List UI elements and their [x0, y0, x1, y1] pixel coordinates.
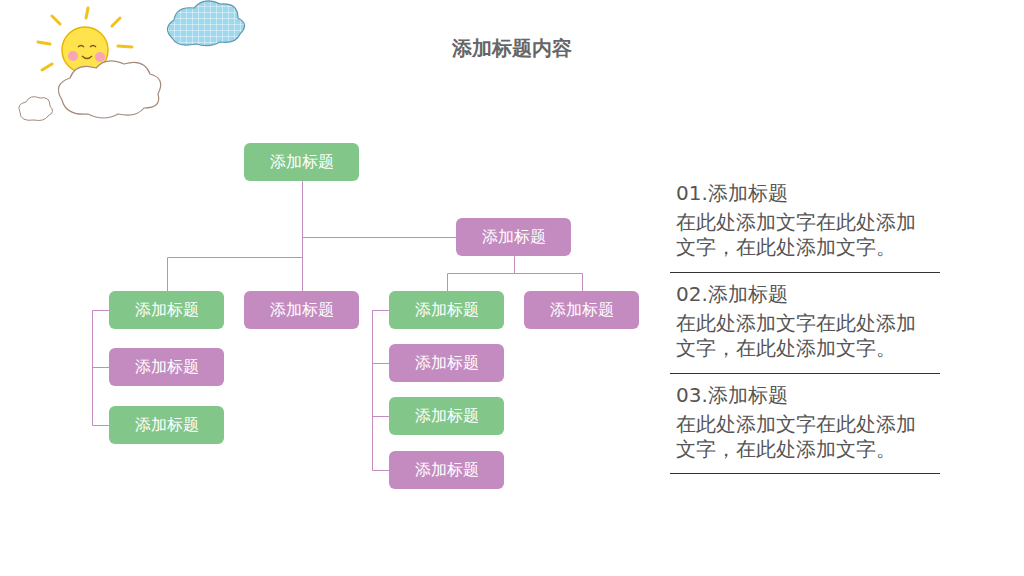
title-box: 添加标题	[244, 143, 359, 181]
cloud-illustration	[167, 1, 244, 46]
tree-connector	[93, 311, 110, 426]
title-box: 添加标题	[109, 406, 224, 444]
section-heading: 03.添加标题	[676, 383, 931, 408]
title-box: 添加标题	[389, 291, 504, 329]
box-label: 添加标题	[415, 406, 479, 426]
box-label: 添加标题	[482, 227, 546, 247]
tree-connector	[93, 311, 110, 368]
tree-connector	[448, 257, 515, 292]
divider-rule	[670, 373, 940, 374]
box-label: 添加标题	[415, 300, 479, 320]
title-box: 添加标题	[389, 451, 504, 489]
box-label: 添加标题	[135, 357, 199, 377]
box-label: 添加标题	[415, 353, 479, 373]
divider-rule	[670, 272, 940, 273]
tree-connector	[373, 311, 390, 364]
box-label: 添加标题	[135, 415, 199, 435]
cloud-illustration	[19, 97, 53, 121]
title-box: 添加标题	[244, 291, 359, 329]
tree-connector	[168, 182, 303, 292]
box-label: 添加标题	[270, 152, 334, 172]
title-box: 添加标题	[389, 344, 504, 382]
section-body: 在此处添加文字在此处添加文字，在此处添加文字。	[676, 210, 931, 260]
box-label: 添加标题	[270, 300, 334, 320]
section-heading: 02.添加标题	[676, 282, 931, 307]
title-box: 添加标题	[456, 218, 571, 256]
title-box: 添加标题	[109, 348, 224, 386]
section-heading: 01.添加标题	[676, 181, 931, 206]
tree-connector	[302, 182, 303, 292]
section-body: 在此处添加文字在此处添加文字，在此处添加文字。	[676, 412, 931, 462]
title-box: 添加标题	[524, 291, 639, 329]
title-box: 添加标题	[109, 291, 224, 329]
section-body: 在此处添加文字在此处添加文字，在此处添加文字。	[676, 311, 931, 361]
tree-connector	[303, 182, 457, 238]
box-label: 添加标题	[550, 300, 614, 320]
tree-connector	[515, 257, 583, 292]
divider-rule	[670, 473, 940, 474]
cloud-illustration	[58, 61, 160, 118]
tree-connector	[373, 311, 390, 471]
box-label: 添加标题	[135, 300, 199, 320]
tree-connector	[373, 311, 390, 417]
box-label: 添加标题	[415, 460, 479, 480]
title-box: 添加标题	[389, 397, 504, 435]
page-title: 添加标题内容	[0, 35, 1024, 62]
